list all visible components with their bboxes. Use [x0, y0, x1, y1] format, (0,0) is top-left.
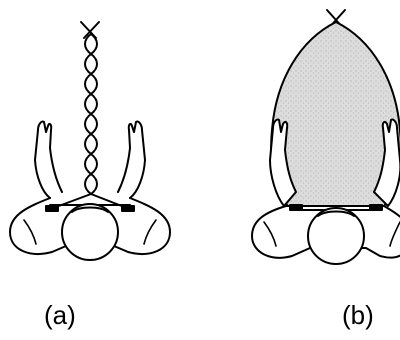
panel-a-label: (a) — [44, 300, 76, 330]
head — [62, 204, 118, 260]
panel-a — [10, 22, 170, 260]
head — [308, 208, 364, 264]
left-arm — [35, 121, 62, 198]
right-arm — [118, 121, 145, 198]
panel-b — [252, 10, 400, 264]
panel-b-label: (b) — [342, 300, 374, 330]
